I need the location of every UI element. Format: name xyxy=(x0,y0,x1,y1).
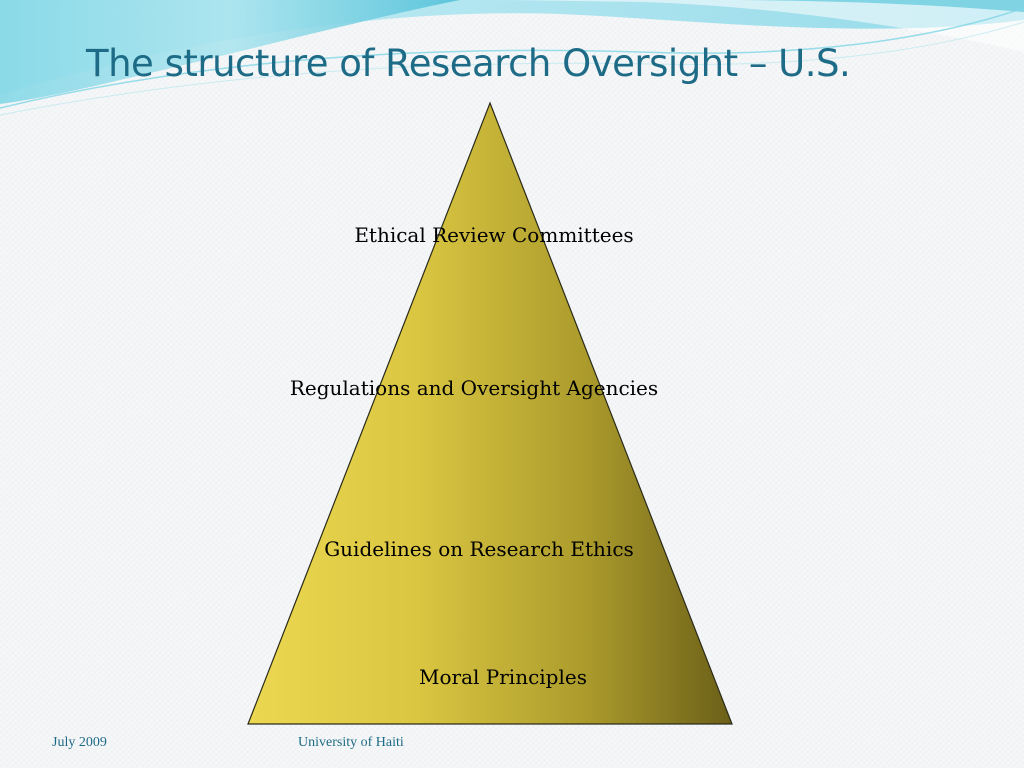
tier-label-moral-principles: Moral Principles xyxy=(419,665,587,689)
footer-institution: University of Haiti xyxy=(298,735,404,750)
tier-label-regulations-oversight-agencies: Regulations and Oversight Agencies xyxy=(289,376,659,400)
slide-title: The structure of Research Oversight – U.… xyxy=(86,42,851,85)
pyramid-triangle xyxy=(247,101,733,725)
tier-label-ethical-review-committees: Ethical Review Committees xyxy=(354,223,634,247)
tier-label-guidelines-research-ethics: Guidelines on Research Ethics xyxy=(324,537,634,561)
footer-date: July 2009 xyxy=(52,735,107,750)
header-swoosh-decoration xyxy=(0,0,1024,116)
